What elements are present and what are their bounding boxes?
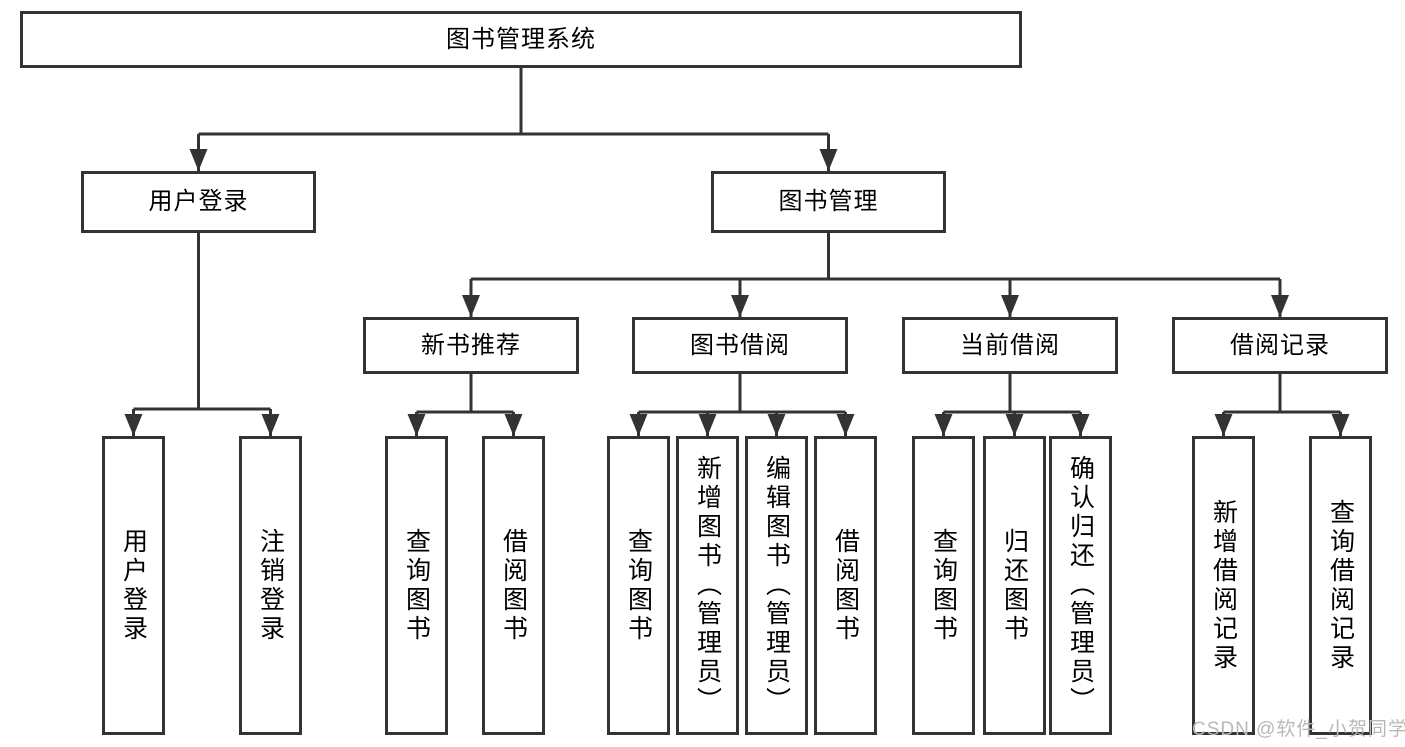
node-l3-c4[interactable]: 借阅图书 xyxy=(814,436,877,735)
node-l3-a2[interactable]: 注销登录 xyxy=(239,436,302,735)
node-l3-d3[interactable]: 确认归还（管理员） xyxy=(1049,436,1112,735)
node-l2-borrow[interactable]: 图书借阅 xyxy=(632,317,848,374)
node-label: 图书管理系统 xyxy=(446,25,596,53)
arrowhead-icon xyxy=(629,414,648,436)
arrowhead-icon xyxy=(1071,414,1090,436)
arrowhead-icon xyxy=(462,295,480,317)
node-label: 查询借阅记录 xyxy=(1326,498,1355,673)
node-label: 注销登录 xyxy=(256,527,285,644)
node-root[interactable]: 图书管理系统 xyxy=(20,11,1022,68)
arrowhead-icon xyxy=(731,295,749,317)
node-l3-d1[interactable]: 查询图书 xyxy=(912,436,975,735)
arrowhead-icon xyxy=(1214,414,1233,436)
node-label: 编辑图书（管理员） xyxy=(762,455,791,716)
arrowhead-icon xyxy=(407,414,426,436)
node-l3-c2[interactable]: 新增图书（管理员） xyxy=(676,436,739,735)
node-l3-b2[interactable]: 借阅图书 xyxy=(482,436,545,735)
node-label: 借阅记录 xyxy=(1230,331,1330,359)
node-label: 借阅图书 xyxy=(831,527,860,644)
node-label: 归还图书 xyxy=(1000,527,1029,644)
node-l1-login[interactable]: 用户登录 xyxy=(81,171,316,233)
node-l3-e1[interactable]: 新增借阅记录 xyxy=(1192,436,1255,735)
watermark: CSDN @软件_小贺同学 xyxy=(1192,719,1405,740)
arrowhead-icon xyxy=(1001,295,1019,317)
node-l1-book[interactable]: 图书管理 xyxy=(711,171,946,233)
arrowhead-icon xyxy=(698,414,717,436)
node-l2-newbook[interactable]: 新书推荐 xyxy=(363,317,579,374)
node-label: 新书推荐 xyxy=(421,331,521,359)
node-label: 用户登录 xyxy=(148,188,249,216)
arrowhead-icon xyxy=(124,414,143,436)
arrowhead-icon xyxy=(836,414,855,436)
node-label: 用户登录 xyxy=(119,527,148,644)
node-l2-current[interactable]: 当前借阅 xyxy=(902,317,1118,374)
arrowhead-icon xyxy=(934,414,953,436)
node-label: 图书借阅 xyxy=(690,331,790,359)
arrowhead-icon xyxy=(504,414,523,436)
node-l3-e2[interactable]: 查询借阅记录 xyxy=(1309,436,1372,735)
node-label: 查询图书 xyxy=(402,527,431,644)
arrowhead-icon xyxy=(1005,414,1024,436)
arrowhead-icon xyxy=(261,414,280,436)
node-label: 借阅图书 xyxy=(499,527,528,644)
arrowhead-icon xyxy=(189,149,208,171)
node-l3-d2[interactable]: 归还图书 xyxy=(983,436,1046,735)
node-l2-record[interactable]: 借阅记录 xyxy=(1172,317,1388,374)
arrowhead-icon xyxy=(767,414,786,436)
node-label: 图书管理 xyxy=(778,188,879,216)
node-l3-a1[interactable]: 用户登录 xyxy=(102,436,165,735)
arrowhead-icon xyxy=(1271,295,1289,317)
node-l3-b1[interactable]: 查询图书 xyxy=(385,436,448,735)
node-label: 查询图书 xyxy=(624,527,653,644)
node-l3-c1[interactable]: 查询图书 xyxy=(607,436,670,735)
node-label: 新增借阅记录 xyxy=(1209,498,1238,673)
node-label: 当前借阅 xyxy=(960,331,1060,359)
node-l3-c3[interactable]: 编辑图书（管理员） xyxy=(745,436,808,735)
arrowhead-icon xyxy=(819,149,838,171)
arrowhead-icon xyxy=(1331,414,1350,436)
node-label: 确认归还（管理员） xyxy=(1066,455,1095,716)
node-label: 查询图书 xyxy=(929,527,958,644)
node-label: 新增图书（管理员） xyxy=(693,455,722,716)
